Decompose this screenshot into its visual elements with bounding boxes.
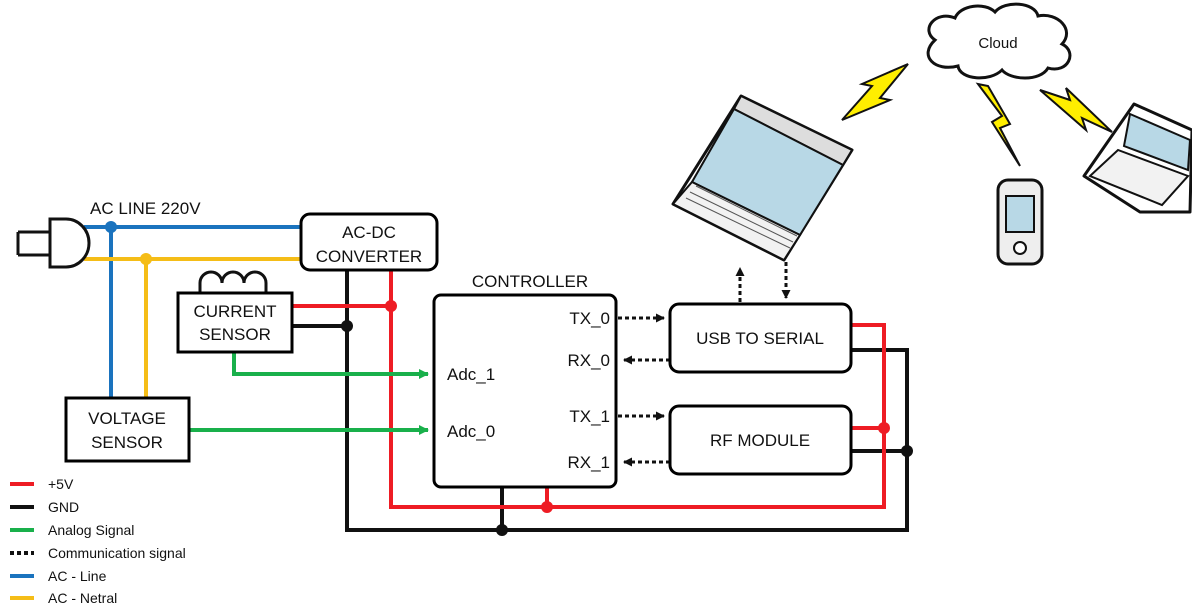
current-sensor-block: CURRENT SENSOR [176, 291, 294, 354]
ac-line-wire [84, 221, 300, 398]
legend-item-communication: Communication signal [10, 545, 186, 561]
acdc-label-1: AC-DC [342, 223, 396, 242]
voltage-sensor-block: VOLTAGE SENSOR [64, 396, 191, 463]
ac-dc-converter-block: AC-DC CONVERTER [299, 212, 439, 272]
wireless-bolt-icon-2 [975, 82, 1021, 167]
usb-to-serial-block: USB TO SERIAL [668, 302, 853, 374]
svg-text:GND: GND [48, 499, 79, 515]
laptop-icon [671, 94, 854, 262]
wireless-bolt-icon-3 [1039, 87, 1113, 134]
controller-label: CONTROLLER [472, 272, 588, 291]
voltage-label-2: SENSOR [91, 433, 163, 452]
current-label-1: CURRENT [193, 302, 276, 321]
svg-text:Analog Signal: Analog Signal [48, 522, 134, 538]
controller-block: CONTROLLER Adc_1 Adc_0 TX_0 RX_0 TX_1 RX… [432, 272, 618, 489]
svg-text:Communication signal: Communication signal [48, 545, 186, 561]
ac-line-label: AC LINE 220V [90, 199, 201, 218]
svg-text:+5V: +5V [48, 476, 74, 492]
rf-module-block: RF MODULE [668, 404, 853, 476]
legend-item-ac-line: AC - Line [10, 568, 107, 584]
ac-plug-icon [16, 217, 91, 269]
legend: +5V GND Analog Signal Communication sign… [10, 476, 186, 604]
acdc-label-2: CONVERTER [316, 247, 422, 266]
usb-label: USB TO SERIAL [696, 329, 824, 348]
legend-item-analog: Analog Signal [10, 522, 134, 538]
remote-laptop-icon [1082, 102, 1192, 214]
cloud-label: Cloud [978, 35, 1017, 52]
pin-adc1: Adc_1 [447, 365, 495, 384]
legend-item-gnd: GND [10, 499, 79, 515]
svg-text:AC - Netral: AC - Netral [48, 590, 117, 604]
analog-signal-wires [189, 352, 429, 435]
ac-neutral-wire [84, 253, 300, 398]
ground-wire [292, 270, 913, 536]
current-label-2: SENSOR [199, 325, 271, 344]
svg-text:AC - Line: AC - Line [48, 568, 107, 584]
cloud-icon: Cloud [926, 2, 1072, 80]
pin-tx1: TX_1 [569, 407, 610, 426]
voltage-label-1: VOLTAGE [88, 409, 166, 428]
pin-adc0: Adc_0 [447, 422, 495, 441]
pin-rx0: RX_0 [567, 351, 610, 370]
rf-label: RF MODULE [710, 431, 810, 450]
legend-item-ac-netral: AC - Netral [10, 590, 117, 604]
pin-rx1: RX_1 [567, 453, 610, 472]
phone-icon [996, 178, 1044, 266]
legend-item-5v: +5V [10, 476, 74, 492]
current-coil-icon [198, 270, 268, 293]
communication-signal-wires [618, 262, 791, 467]
wireless-bolt-icon-1 [841, 63, 909, 121]
pin-tx0: TX_0 [569, 309, 610, 328]
